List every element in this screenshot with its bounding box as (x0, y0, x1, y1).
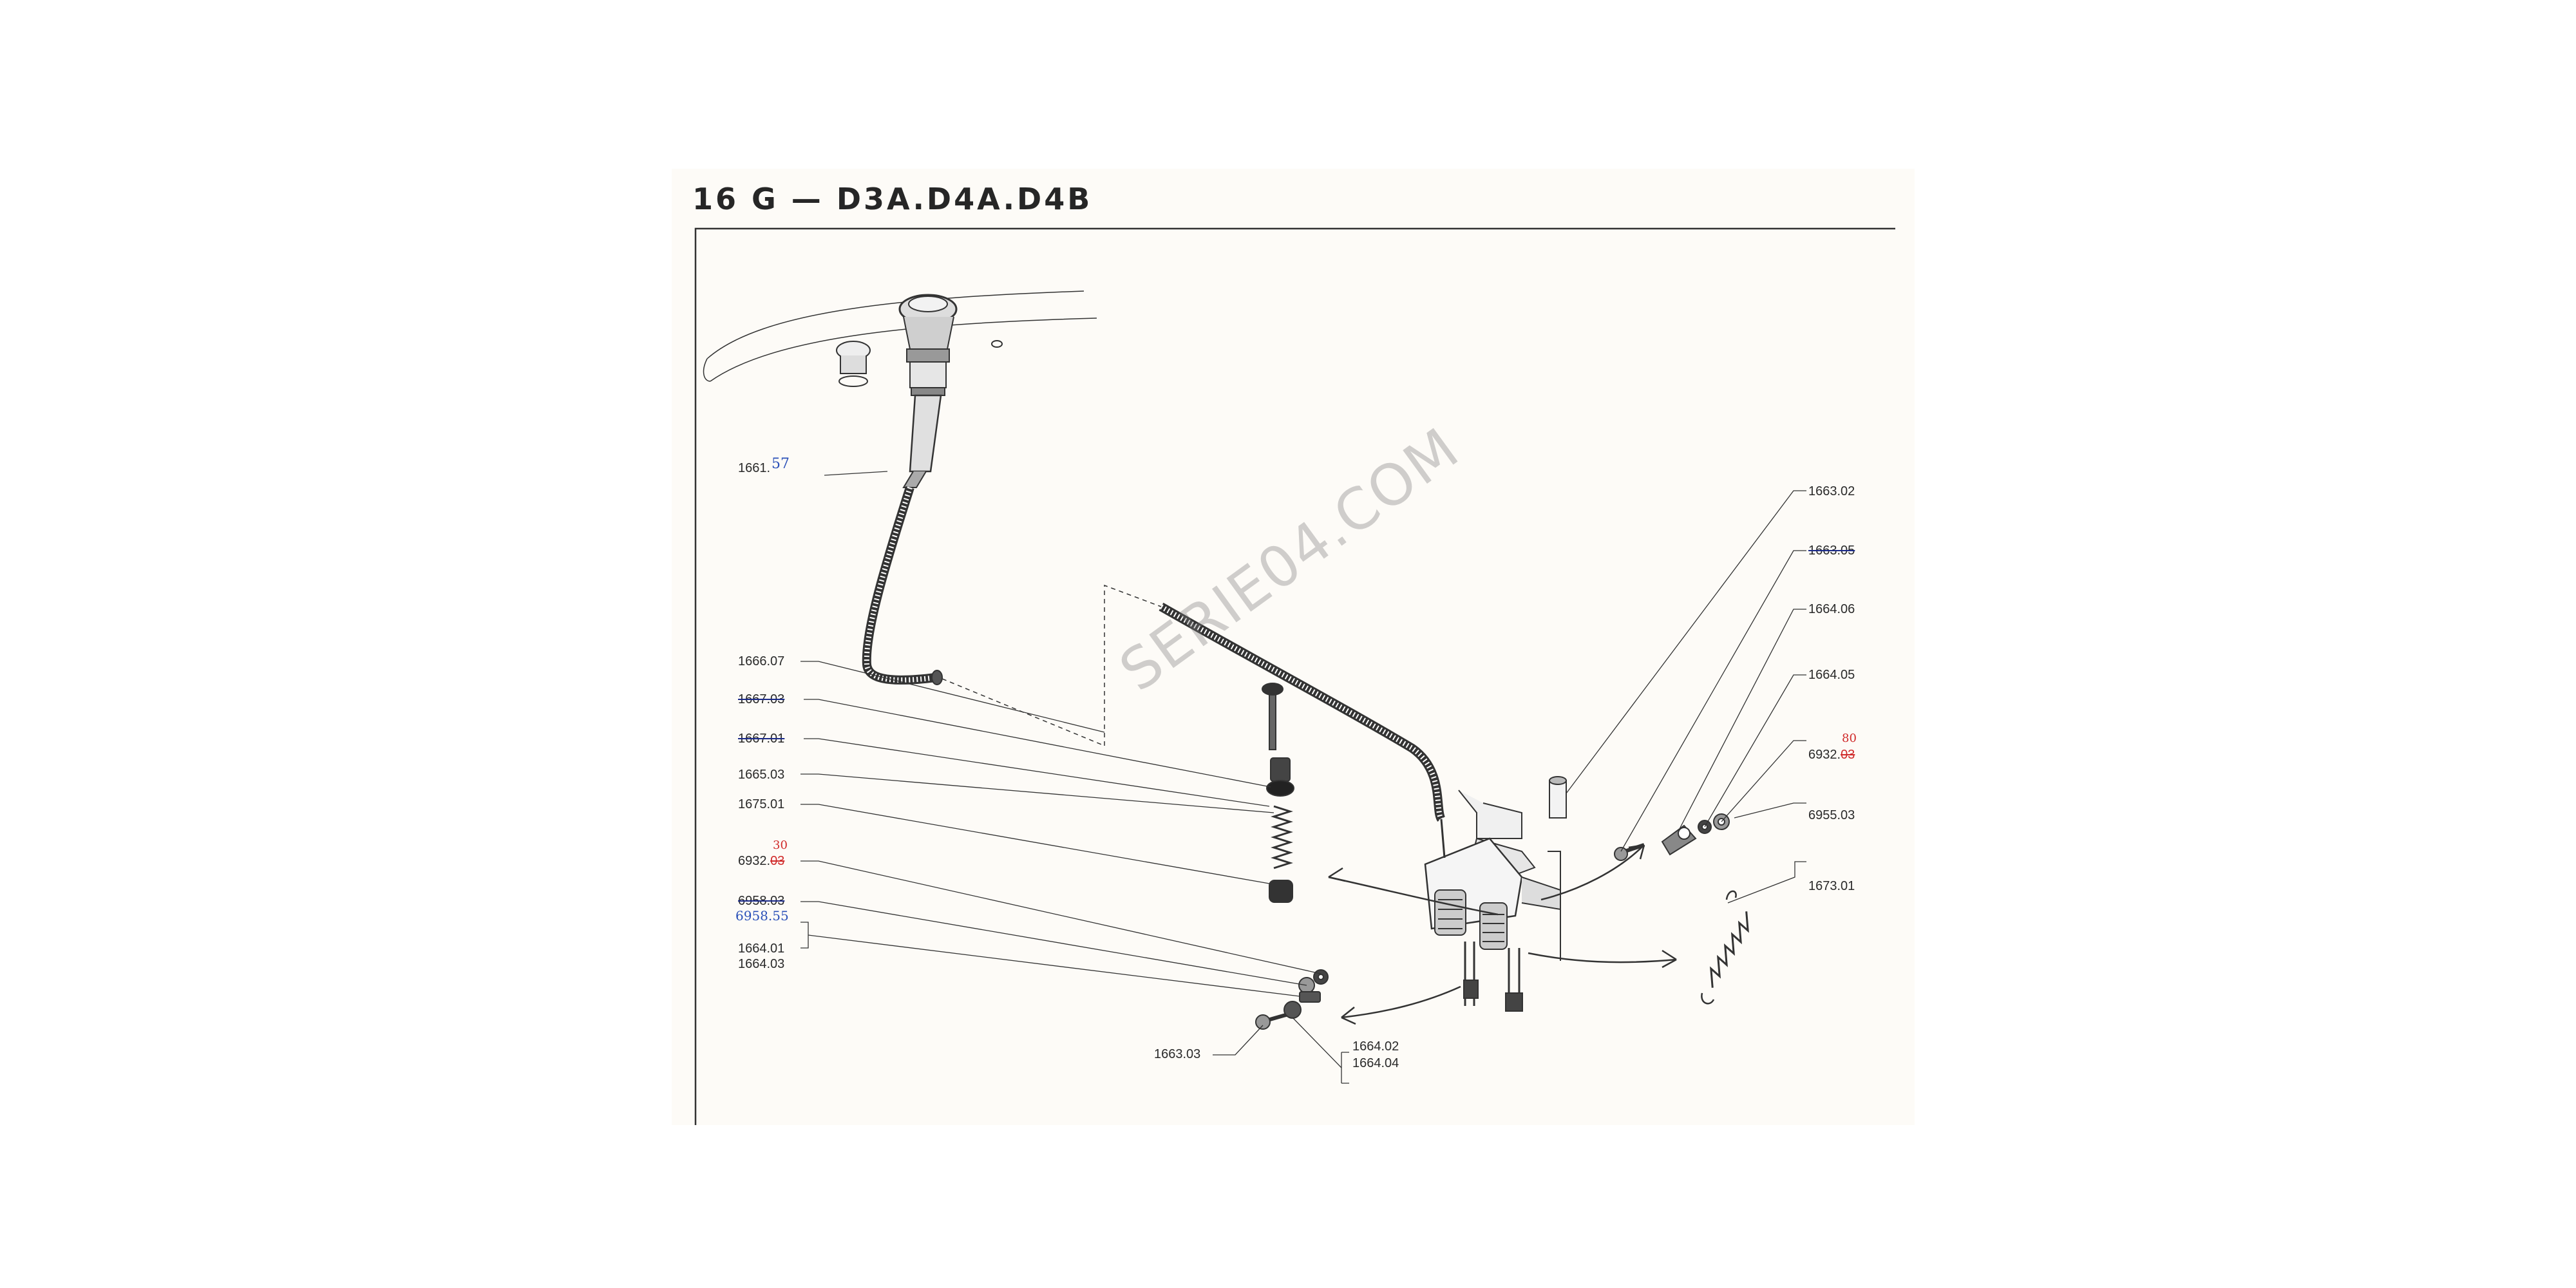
label-1661-handwritten: 57 (772, 456, 790, 472)
exploded-parts-diagram (694, 227, 1895, 1125)
label-6955-03: 6955.03 (1808, 808, 1855, 822)
label-1663-02: 1663.02 (1808, 484, 1855, 498)
label-1664-01: 1664.01 (738, 942, 785, 956)
label-1664-05: 1664.05 (1808, 668, 1855, 682)
label-6932-right: 6932.03 (1808, 748, 1855, 762)
label-1663-03: 1663.03 (1154, 1047, 1201, 1061)
label-6958-55-handwritten: 6958.55 (735, 908, 789, 923)
label-1664-02: 1664.02 (1352, 1039, 1399, 1054)
label-1675-01: 1675.01 (738, 797, 785, 811)
label-6958-03: 6958.03 (738, 894, 785, 908)
label-6932-left-old: 03 (770, 854, 785, 868)
label-1664-03: 1664.03 (738, 957, 785, 971)
label-6932-left: 6932.03 (738, 854, 785, 868)
parts-sheet (672, 169, 1915, 1125)
label-1673-01: 1673.01 (1808, 879, 1855, 893)
label-1666-07: 1666.07 (738, 654, 785, 668)
label-1667-03: 1667.03 (738, 692, 785, 706)
label-6932-right-handwritten: 80 (1842, 732, 1857, 745)
label-1665-03: 1665.03 (738, 768, 785, 782)
label-1664-06: 1664.06 (1808, 602, 1855, 616)
label-1661: 1661. (738, 461, 771, 475)
label-1664-04: 1664.04 (1352, 1056, 1399, 1070)
label-1663-05: 1663.05 (1808, 544, 1855, 558)
label-6932-left-handwritten: 30 (773, 838, 788, 852)
label-6932-right-old: 03 (1841, 748, 1855, 762)
page-heading: 16 G — D3A.D4A.D4B (692, 182, 1093, 216)
label-1667-01: 1667.01 (738, 732, 785, 746)
